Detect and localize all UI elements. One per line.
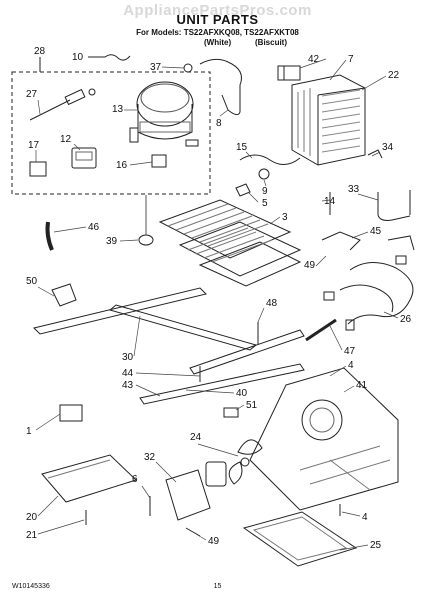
callout: 45 <box>370 226 382 237</box>
part-overload-27 <box>29 88 96 121</box>
compressor-group-box <box>11 71 211 195</box>
part-condenser-22 <box>291 74 366 166</box>
callout: 33 <box>348 184 360 195</box>
part-capacitor-17 <box>29 161 47 177</box>
callout-labels: 28 10 37 42 7 22 27 13 8 12 17 16 15 9 3… <box>26 46 412 551</box>
part-bracket-45b <box>387 235 415 251</box>
callout: 1 <box>26 426 32 437</box>
page-title: UNIT PARTS <box>176 12 259 27</box>
part-tray-25 <box>242 511 358 567</box>
part-tube-15 <box>239 154 301 165</box>
callout: 32 <box>144 452 156 463</box>
callout: 3 <box>282 212 288 223</box>
part-bracket-50 <box>51 283 77 307</box>
callout: 7 <box>348 54 354 65</box>
part-grommet-9 <box>258 168 270 180</box>
callout: 43 <box>122 380 134 391</box>
part-bracket-42 <box>277 65 301 81</box>
callout: 30 <box>122 352 134 363</box>
callout: 34 <box>382 142 394 153</box>
part-fan-blade-24 <box>228 439 263 485</box>
watermark: AppliancePartsPros.com <box>123 2 312 19</box>
part-grommet-37 <box>183 63 193 73</box>
callout: 40 <box>236 388 248 399</box>
model-list: For Models: TS22AFXKQ08, TS22AFXKT08 <box>136 28 299 37</box>
part-rail-43 <box>139 363 305 405</box>
page-number: 15 <box>213 583 222 590</box>
callout: 6 <box>132 474 138 485</box>
part-bracket-45 <box>321 231 361 251</box>
part-label-1 <box>59 404 83 422</box>
part-block-16 <box>151 154 167 168</box>
leader-lines <box>35 58 399 551</box>
part-evaporator-3 <box>158 199 302 287</box>
callout: 16 <box>116 160 128 171</box>
part-mount-39 <box>138 195 154 246</box>
callout: 24 <box>190 432 202 443</box>
callout: 21 <box>26 530 38 541</box>
callout: 44 <box>122 368 134 379</box>
callout: 49 <box>208 536 220 547</box>
part-drain-pan-20 <box>41 454 137 503</box>
part-fan-housing-41 <box>249 367 399 511</box>
part-base-rail-30 <box>33 287 305 375</box>
part-clip-34 <box>367 149 383 159</box>
callout: 4 <box>348 360 354 371</box>
callout: 47 <box>344 346 356 357</box>
callout: 28 <box>34 46 46 57</box>
callout: 22 <box>388 70 400 81</box>
callout: 46 <box>88 222 100 233</box>
callout: 49 <box>304 260 316 271</box>
part-hose-46 <box>45 221 54 251</box>
callout: 20 <box>26 512 38 523</box>
callout: 12 <box>60 134 72 145</box>
callout: 48 <box>266 298 278 309</box>
callout: 50 <box>26 276 38 287</box>
callout: 41 <box>356 380 368 391</box>
part-clip-5 <box>235 183 251 197</box>
callout: 39 <box>106 236 118 247</box>
document-number: W10145336 <box>12 583 50 590</box>
part-harness-26 <box>323 255 414 331</box>
callout: 4 <box>362 512 368 523</box>
callout: 37 <box>150 62 162 73</box>
callout: 5 <box>262 198 268 209</box>
part-51 <box>223 407 239 418</box>
callout: 8 <box>216 118 222 129</box>
callout: 9 <box>262 186 268 197</box>
callout: 13 <box>112 104 124 115</box>
variant-white: (White) <box>204 38 232 47</box>
callout: 15 <box>236 142 248 153</box>
part-relay-12 <box>71 147 97 169</box>
callout: 25 <box>370 540 382 551</box>
callout: 27 <box>26 89 38 100</box>
part-motor-32 <box>165 461 227 521</box>
part-tube-8 <box>199 58 242 116</box>
callout: 14 <box>324 196 336 207</box>
callout: 26 <box>400 314 412 325</box>
part-compressor <box>129 81 199 147</box>
callout: 42 <box>308 54 320 65</box>
part-tube-33 <box>377 190 411 221</box>
callout: 10 <box>72 52 84 63</box>
part-wire-10 <box>88 54 131 61</box>
callout: 17 <box>28 140 40 151</box>
variant-biscuit: (Biscuit) <box>255 38 287 47</box>
callout: 51 <box>246 400 258 411</box>
part-rod-47 <box>305 318 337 342</box>
